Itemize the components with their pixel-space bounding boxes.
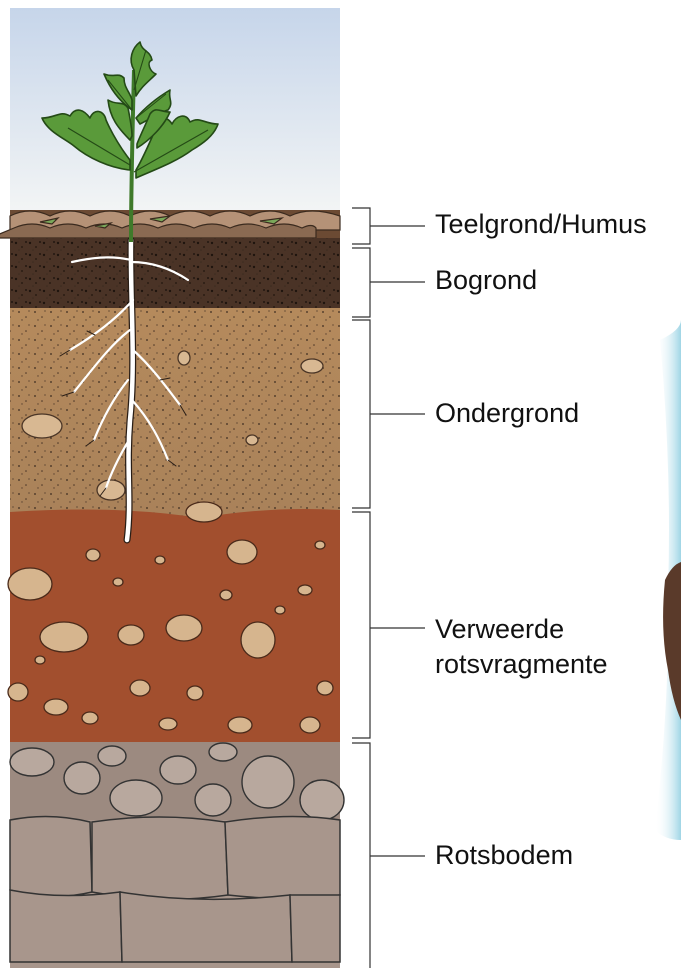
- bracket-weathered: [352, 512, 425, 738]
- bedrock-blocks: [10, 816, 340, 962]
- bracket-bedrock: [352, 743, 425, 968]
- label-weathered-line1: Verweerde: [435, 613, 564, 646]
- bracket-topsoil: [352, 208, 425, 244]
- label-subsoil: Bogrond: [435, 264, 537, 297]
- bracket-substratum: [352, 320, 425, 508]
- label-bedrock: Rotsbodem: [435, 839, 573, 872]
- sky-background: [10, 8, 340, 213]
- label-weathered-line2: rotsvragmente: [435, 648, 608, 681]
- label-substratum: Ondergrond: [435, 397, 579, 430]
- layer-brackets: [352, 208, 425, 968]
- bracket-subsoil: [352, 248, 425, 317]
- label-topsoil: Teelgrond/Humus: [435, 208, 647, 241]
